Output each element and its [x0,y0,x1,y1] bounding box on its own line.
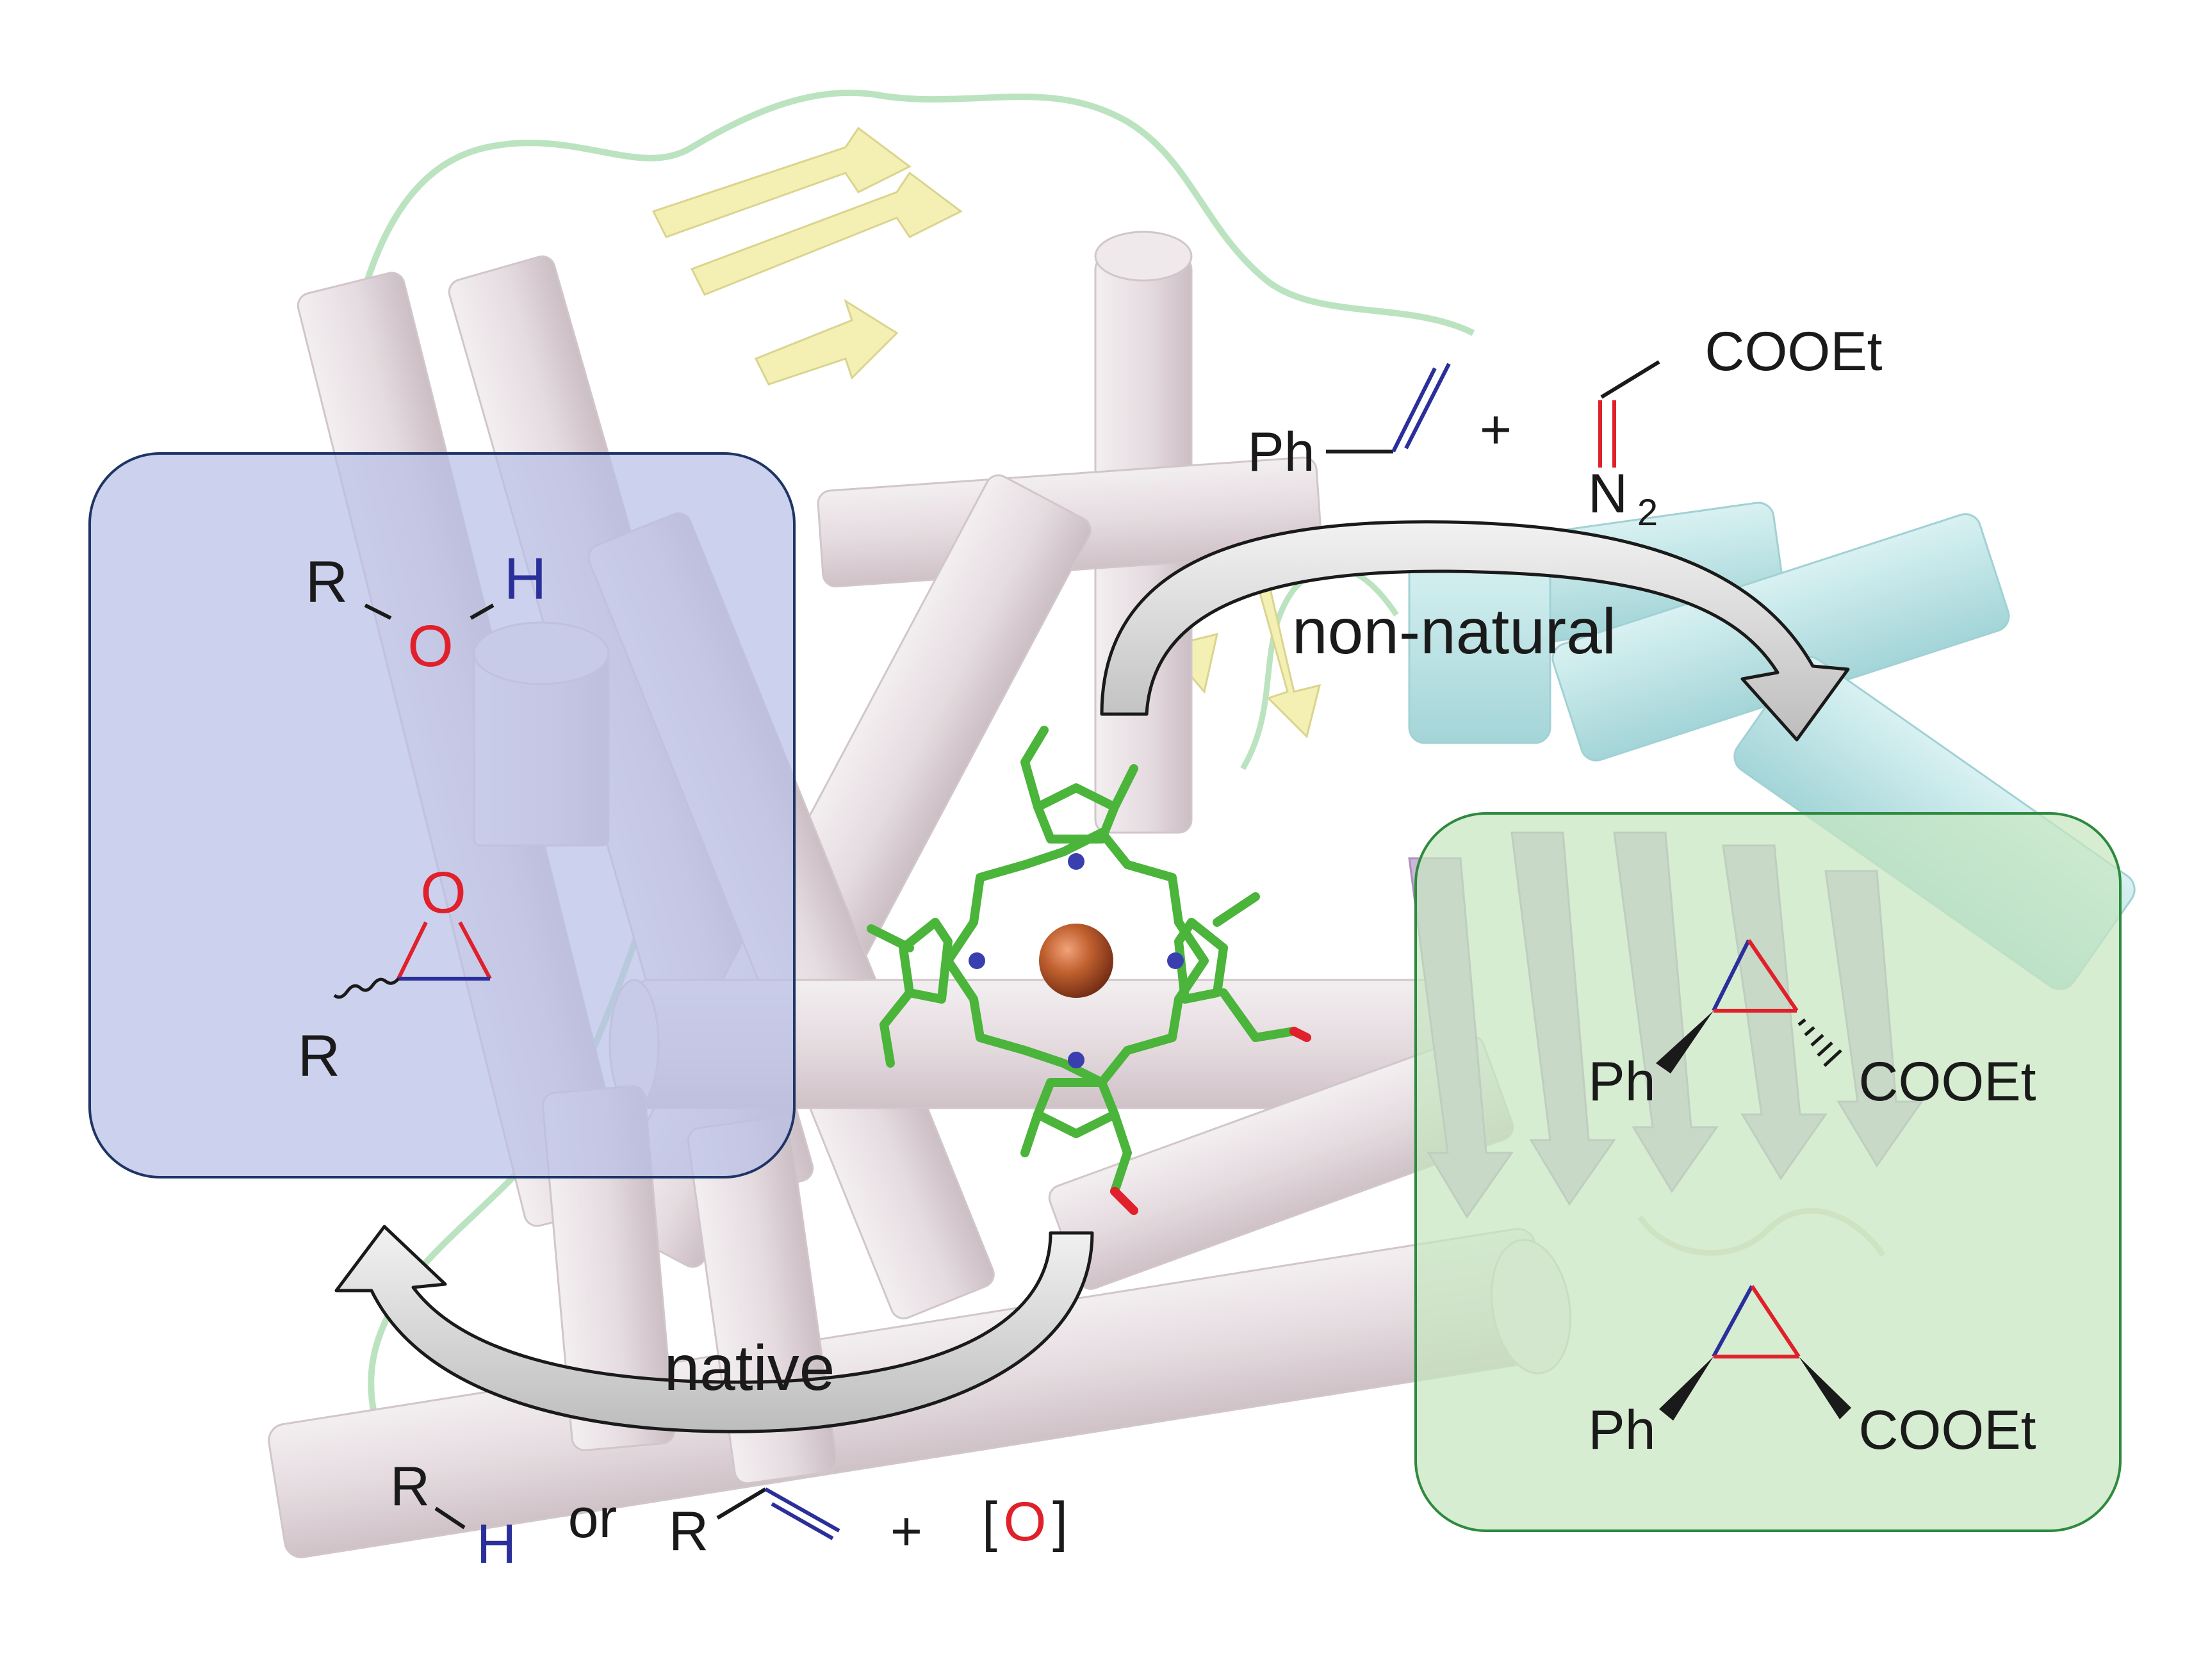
epoxide-r-label: R [298,1023,340,1089]
native-arrow [334,1225,1094,1433]
oxidant-o-label: O [1004,1491,1047,1553]
cis-ph-label: Ph [1588,1399,1655,1461]
heme-cofactor [867,726,1311,1215]
diazo-n-label: N [1588,463,1628,525]
trans-ester-label: COOEt [1858,1051,2036,1113]
alcohol-structure: R O H [306,546,546,679]
loop-coil [1240,564,1399,771]
native-substrates: R H or R + [ O ] [390,1456,1068,1575]
alkane-r-label: R [390,1456,430,1517]
native-products-box [88,452,796,1178]
loop-coil [336,89,1475,411]
non-natural-label: non-natural [1292,596,1616,667]
non-natural-substrates: Ph + COOEt N 2 [1247,321,1882,534]
non-natural-products-box [1414,812,2122,1532]
alkene-r-label: R [669,1501,708,1562]
or-label: or [568,1488,617,1549]
substrate-plus: + [1480,399,1512,461]
beta-strand [690,171,963,296]
cis-cyclopropane: Ph COOEt [1588,1285,2036,1461]
native-label: native [664,1332,835,1404]
epoxide-o-label: O [420,860,466,926]
diazo-ester-label: COOEt [1705,321,1882,382]
non-natural-arrow [1100,520,1850,742]
styrene-ph-label: Ph [1247,421,1314,483]
oxidant-bracket-right: ] [1052,1491,1068,1553]
trans-cyclopropane: Ph COOEt [1588,939,2036,1113]
alcohol-r-label: R [306,550,348,615]
alcohol-h-label: H [504,546,546,612]
diazo-subscript: 2 [1637,492,1658,534]
alkane-h-label: H [477,1513,516,1575]
beta-strand [651,126,912,238]
native-plus: + [890,1501,922,1562]
epoxide-structure: O R [298,860,492,1089]
iron-atom [1039,924,1113,998]
alcohol-o-label: O [407,614,454,679]
beta-strand [754,298,899,386]
oxidant-bracket-left: [ [982,1491,997,1553]
trans-ph-label: Ph [1588,1051,1655,1113]
cis-ester-label: COOEt [1858,1399,2036,1461]
